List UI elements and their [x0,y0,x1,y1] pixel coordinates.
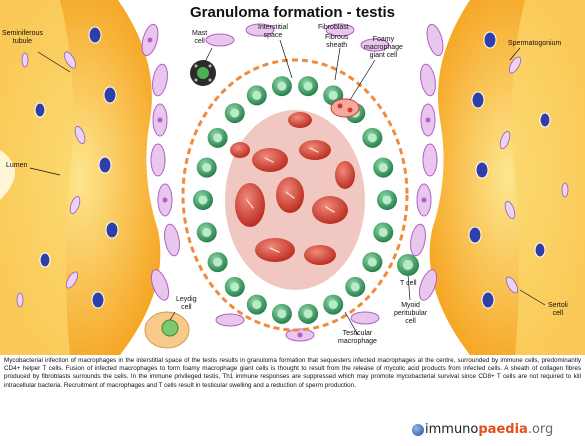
t-cell-nucleus [213,258,222,267]
t-cell-nucleus [329,91,338,100]
t-cell-nucleus [252,91,261,100]
mast-cell [190,60,216,86]
t-cell-nucleus [351,282,360,291]
t-cell-nucleus [252,300,261,309]
label-sertoli-cell: Sertoli cell [548,302,568,318]
label-lumen: Lumen [6,162,27,170]
label-testicular-macrophage: Testicular macrophage [338,330,377,346]
label-seminiferous-tubule: Seminiferous tubule [2,30,43,46]
t-cell-nucleus [379,228,388,237]
t-cell-nucleus [230,109,239,118]
leydig-cell [145,312,189,348]
t-cell-nucleus [383,196,392,205]
label-fibrous-sheath: Fibrous sheath [325,34,348,50]
diagram-title: Granuloma formation - testis [150,4,435,21]
t-cell-nucleus [304,82,313,91]
t-cell-nucleus [202,163,211,172]
t-cell-nucleus [368,133,377,142]
immunopaedia-logo[interactable]: immunopaedia.org [425,422,553,437]
label-foamy-macrophage: Foamy macrophage giant cell [364,36,403,60]
t-cell-nucleus [379,163,388,172]
label-t-cell: T cell [400,280,417,288]
t-cell-nucleus [304,309,313,318]
left-seminiferous-tubule [0,0,160,355]
t-cell-nucleus [329,300,338,309]
label-mast-cell: Mast cell [192,30,207,46]
t-cell-nucleus [277,82,286,91]
t-cell-nucleus [368,258,377,267]
label-fibroblast: Fibroblast [318,24,349,32]
t-cell-nucleus [277,309,286,318]
label-interstitial-space: Interstitial space [258,24,288,40]
t-cell-nucleus [199,196,208,205]
t-cell-nucleus [202,228,211,237]
macrophage-core [225,110,365,290]
logo-part-2: paedia [478,422,527,437]
t-cell-nucleus [213,133,222,142]
label-myoid-cell: Myoid peritubular cell [394,302,427,326]
logo-part-3: .org [528,422,553,437]
logo-part-1: immuno [425,422,478,437]
t-cell-nucleus [230,282,239,291]
figure-caption: Mycobacterial infection of macrophages i… [4,357,581,390]
logo-icon [412,424,424,436]
foamy-macrophage-giant-cell [331,99,359,117]
label-leydig-cell: Leydig cell [176,296,197,312]
label-spermatogonium: Spermatogonium [508,40,561,48]
granuloma-diagram [0,0,585,355]
